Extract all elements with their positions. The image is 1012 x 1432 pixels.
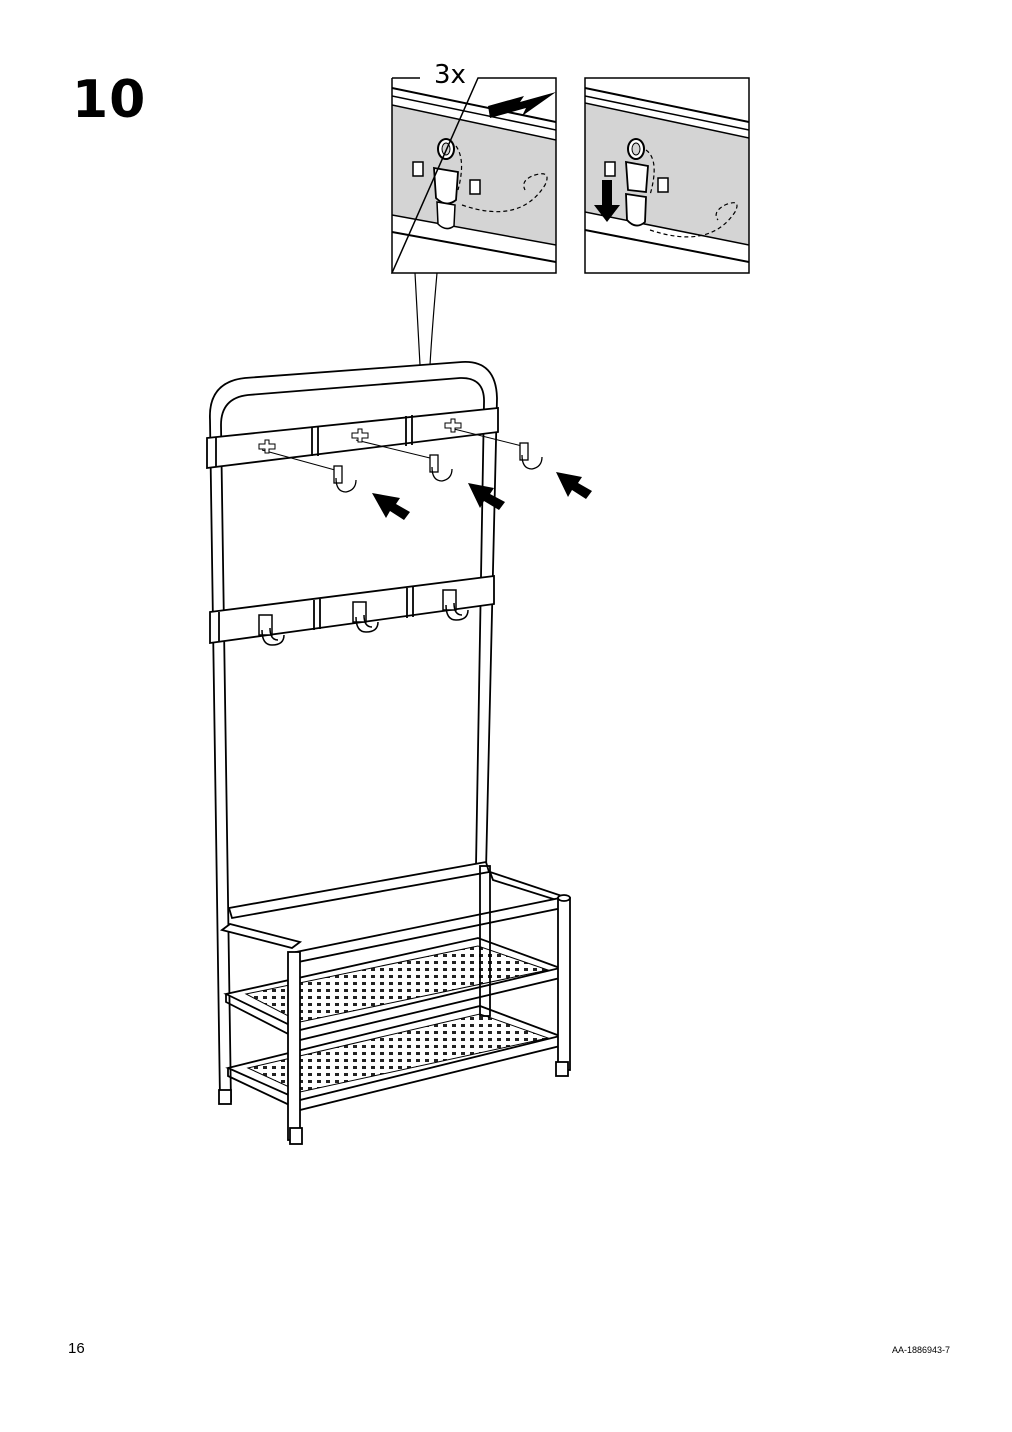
document-code: AA-1886943-7 xyxy=(891,1345,950,1355)
detail-panel-frame-a xyxy=(390,77,557,274)
detail-panel-frame-b xyxy=(584,77,750,274)
lower-hook-rail xyxy=(209,574,495,645)
detail-panel-slide-down xyxy=(585,87,749,263)
page-number: 16 xyxy=(68,1340,85,1357)
rack-feet xyxy=(218,1089,232,1105)
loose-hooks xyxy=(258,418,543,493)
shoe-bench xyxy=(219,860,571,1145)
step-number: 10 xyxy=(72,70,147,130)
callout-leader xyxy=(414,272,438,366)
mounted-hooks xyxy=(258,589,469,646)
detail-panel-insert-hook xyxy=(392,87,556,263)
quantity-label: 3x xyxy=(430,60,470,90)
push-arrows xyxy=(372,472,592,520)
